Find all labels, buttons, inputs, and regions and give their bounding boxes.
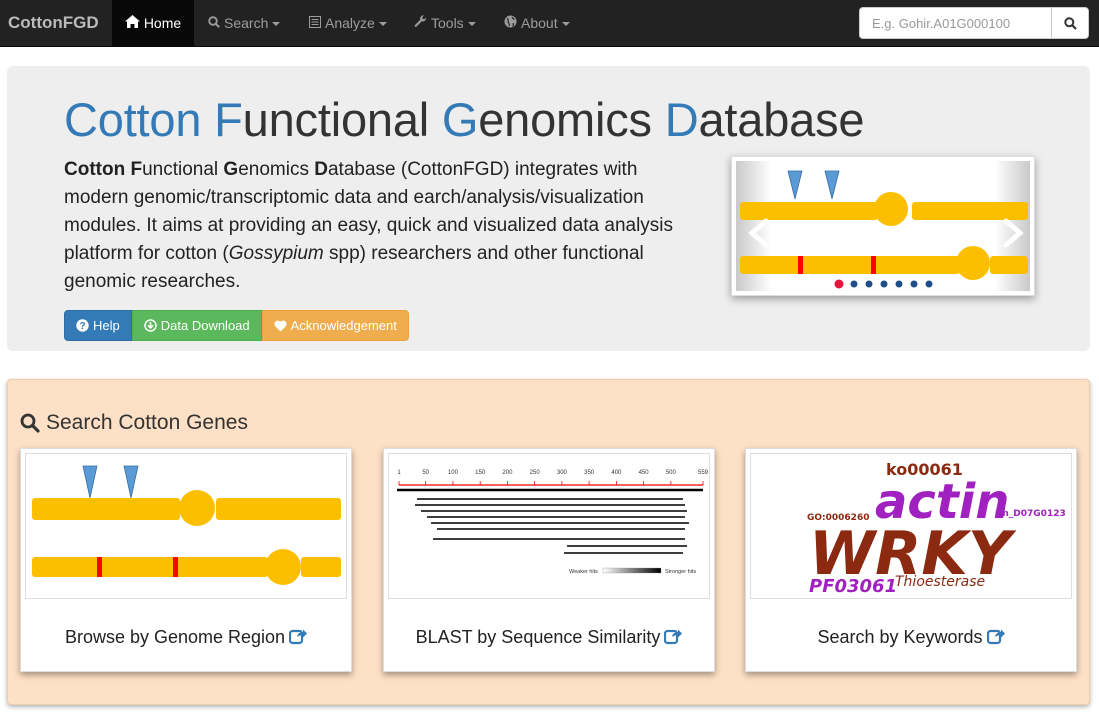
blast-legend-strong: Stronger hits [665,569,696,575]
list-icon [309,0,321,46]
genome-region-thumbnail [25,453,347,599]
download-circle-icon [144,319,157,332]
heart-icon [274,320,287,331]
marker-icon [82,465,98,499]
word-go-term: GO:0006260 [807,513,869,523]
blast-tick-label: 559 [698,470,709,476]
genome-carousel [731,156,1035,296]
nav-tools-label: Tools [431,15,464,31]
nav-home[interactable]: Home [112,0,194,46]
page-title: Cotton Functional Genomics Database [64,93,865,146]
browse-genome-card[interactable]: Browse by Genome Region [20,448,352,672]
share-square-icon [664,629,683,645]
gene-search-input[interactable] [859,7,1052,39]
nav-home-label: Home [143,15,182,31]
keywords-card[interactable]: ko00061 actin GO:0006260 Gh_D07G0123 WRK… [745,448,1077,672]
blast-tick-label: 500 [666,470,677,476]
blast-tick-label: 1 [397,470,401,476]
data-download-button-label: Data Download [160,318,250,333]
share-square-icon [986,629,1005,645]
svg-text:?: ? [79,321,85,332]
marker-icon [787,170,803,200]
blast-tick-label: 350 [584,470,595,476]
chromosome-diagram-slide [740,170,1028,289]
data-download-button[interactable]: Data Download [131,310,262,341]
acknowledgement-button[interactable]: Acknowledgement [261,310,409,341]
browse-genome-label[interactable]: Browse by Genome Region [21,627,351,648]
marker-icon [123,465,139,499]
intro-description: Cotton Functional Genomics Database (Cot… [64,159,674,292]
nav-analyze-label: Analyze [325,15,375,31]
blast-tick-label: 150 [475,470,486,476]
blast-legend-weak: Weaker hits [569,569,598,575]
panel-title: Search Cotton Genes [20,411,248,435]
blast-tick-label: 250 [530,470,541,476]
share-square-icon [288,629,308,645]
nav-analyze[interactable]: Analyze [309,0,387,46]
nav-about[interactable]: About [504,0,570,46]
top-navbar: CottonFGD Home Search Analyze Tools Abou… [0,0,1099,47]
search-genes-panel: Search Cotton Genes Browse by Genome Reg… [7,379,1090,705]
nav-tools[interactable]: Tools [414,0,476,46]
carousel-indicators[interactable] [834,279,933,289]
marker-icon [824,170,840,200]
intro-jumbotron: Cotton Functional Genomics Database Cott… [7,66,1090,351]
brand-logo[interactable]: CottonFGD [8,13,99,32]
question-circle-icon: ? [76,319,89,332]
word-pfam: PF03061 [809,576,897,597]
search-icon [1063,16,1077,30]
word-actin: actin [875,474,1009,530]
blast-tick-label: 200 [502,470,513,476]
wrench-icon [414,0,427,46]
chevron-down-icon [378,22,387,27]
search-submit-button[interactable] [1051,7,1089,39]
wordcloud-thumbnail: ko00061 actin GO:0006260 Gh_D07G0123 WRK… [750,453,1072,599]
chevron-left-icon[interactable] [748,218,769,248]
acknowledgement-button-label: Acknowledgement [290,318,397,333]
nav-search-label: Search [224,15,269,31]
home-icon [124,0,140,46]
blast-label[interactable]: BLAST by Sequence Similarity [384,627,714,648]
blast-tick-label: 50 [422,470,429,476]
blast-tick-label: 450 [639,470,650,476]
carousel-slide [736,161,1030,291]
keywords-label[interactable]: Search by Keywords [746,627,1076,648]
chevron-down-icon [467,22,476,27]
search-icon [20,413,40,433]
blast-tick-label: 300 [557,470,568,476]
word-thioesterase: Thioesterase [895,574,985,590]
blast-tick-label: 100 [448,470,459,476]
help-button-label: Help [93,318,120,333]
blast-tick-label: 400 [611,470,622,476]
chevron-down-icon [272,22,281,27]
nav-search[interactable]: Search [208,0,281,46]
intro-button-group: ? Help Data Download Acknowledgement [64,310,409,341]
word-wrky: WRKY [809,519,1017,589]
nav-about-label: About [521,15,558,31]
chevron-right-icon[interactable] [1003,218,1024,248]
chevron-down-icon [561,22,570,27]
word-ko00061: ko00061 [886,460,963,479]
help-button[interactable]: ? Help [64,310,132,341]
word-gene-id: Gh_D07G0123 [995,509,1066,519]
panel-title-text: Search Cotton Genes [46,411,248,434]
globe-icon [504,0,517,46]
search-icon [208,0,220,46]
